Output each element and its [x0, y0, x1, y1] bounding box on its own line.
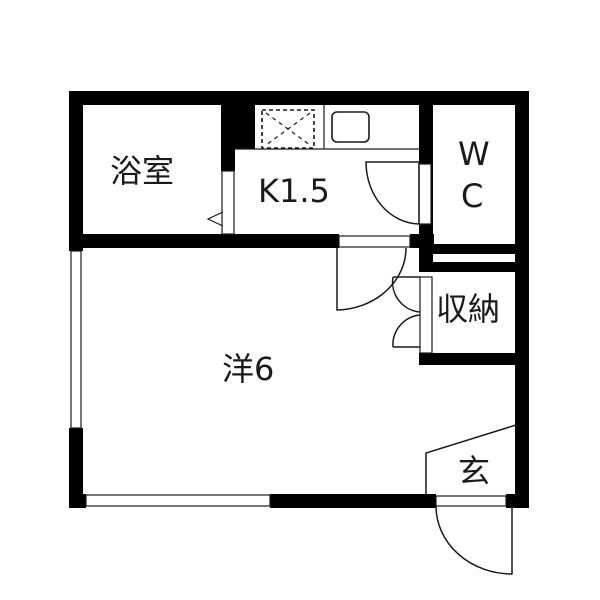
- bath-door-arrow-icon: [206, 211, 224, 227]
- entrance-step-line: [425, 424, 517, 494]
- windows: [70, 250, 271, 507]
- sink-icon: [331, 111, 370, 143]
- stove-icon: [261, 109, 315, 149]
- window-left: [70, 250, 82, 429]
- kitchen-counter: [235, 105, 419, 150]
- room-label-bath: 浴室: [110, 152, 175, 190]
- entrance-door: [435, 495, 513, 575]
- room-label-entrance: 玄: [458, 452, 491, 490]
- wc-door: [365, 161, 432, 225]
- room-label-wc-c: C: [461, 177, 484, 215]
- walls: [69, 91, 529, 508]
- room-label-western: 洋6: [222, 350, 275, 388]
- window-bottom: [85, 494, 271, 507]
- bath-sliding-door: [221, 170, 235, 235]
- room-label-kitchen: K1.5: [258, 172, 330, 210]
- room-label-wc-w: W: [458, 135, 490, 173]
- western-door: [336, 235, 411, 311]
- room-label-storage: 収納: [436, 290, 501, 328]
- storage-doors: [391, 276, 433, 354]
